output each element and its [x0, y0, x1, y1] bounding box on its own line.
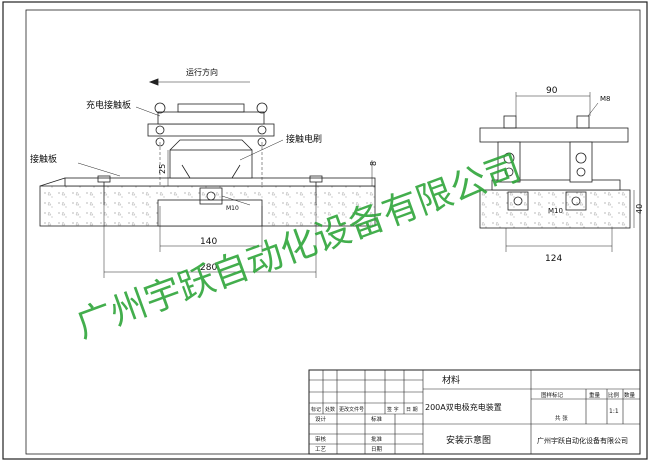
tb-craft: 工艺 [315, 446, 327, 453]
tb-rev-doc: 更改文件号 [339, 406, 364, 413]
tb-total: 共 张 [555, 414, 568, 422]
dim-m10-right: M10 [548, 207, 563, 215]
tb-date: 日期 [371, 446, 383, 453]
tb-quantity: 数量 [624, 391, 636, 399]
dim-40: 40 [635, 204, 644, 214]
dim-280: 280 [200, 263, 217, 273]
tb-ratio-value: 1:1 [609, 408, 619, 415]
contact-plate-label: 接触板 [30, 153, 57, 165]
charge-plate [147, 123, 275, 137]
tb-rev-date: 日 期 [406, 407, 418, 413]
title-block [308, 369, 641, 455]
tb-weight: 重量 [589, 391, 601, 399]
contact-plate-rail [64, 177, 376, 187]
dim-25: 25 [158, 164, 167, 174]
tb-company: 广州宇跃自动化设备有限公司 [537, 436, 628, 445]
tb-drawing: 安装示意图 [446, 434, 491, 446]
brush-label: 接触电刷 [286, 133, 322, 145]
concrete-base-right [479, 189, 631, 229]
tb-rev-sign: 签 字 [387, 406, 399, 413]
dim-124: 124 [545, 254, 562, 264]
tb-rev-mark: 标记 [311, 406, 321, 413]
tb-review: 审核 [315, 435, 327, 443]
tb-approve: 批准 [371, 435, 383, 443]
tb-rev-count: 处数 [325, 406, 335, 413]
charge-plate-label: 充电接触板 [86, 99, 131, 111]
tb-design: 设计 [315, 415, 327, 423]
tb-product: 200A双电极充电装置 [425, 402, 502, 412]
left-view [39, 78, 376, 278]
brush-body [169, 149, 253, 179]
direction-label: 运行方向 [186, 67, 218, 77]
tb-ratio: 比例 [608, 391, 620, 399]
right-view [479, 92, 635, 252]
dim-90: 90 [546, 86, 558, 96]
tb-stage-mark: 图样标记 [541, 391, 564, 399]
dim-m10-left: M10 [226, 205, 239, 212]
tb-standard: 标准 [371, 415, 383, 423]
dim-140: 140 [200, 237, 217, 247]
watermark: 广州宇跃自动化设备有限公司 [71, 147, 527, 346]
dim-8: 8 [369, 161, 378, 166]
tb-material: 材料 [442, 374, 460, 386]
dim-m8: M8 [600, 95, 611, 103]
